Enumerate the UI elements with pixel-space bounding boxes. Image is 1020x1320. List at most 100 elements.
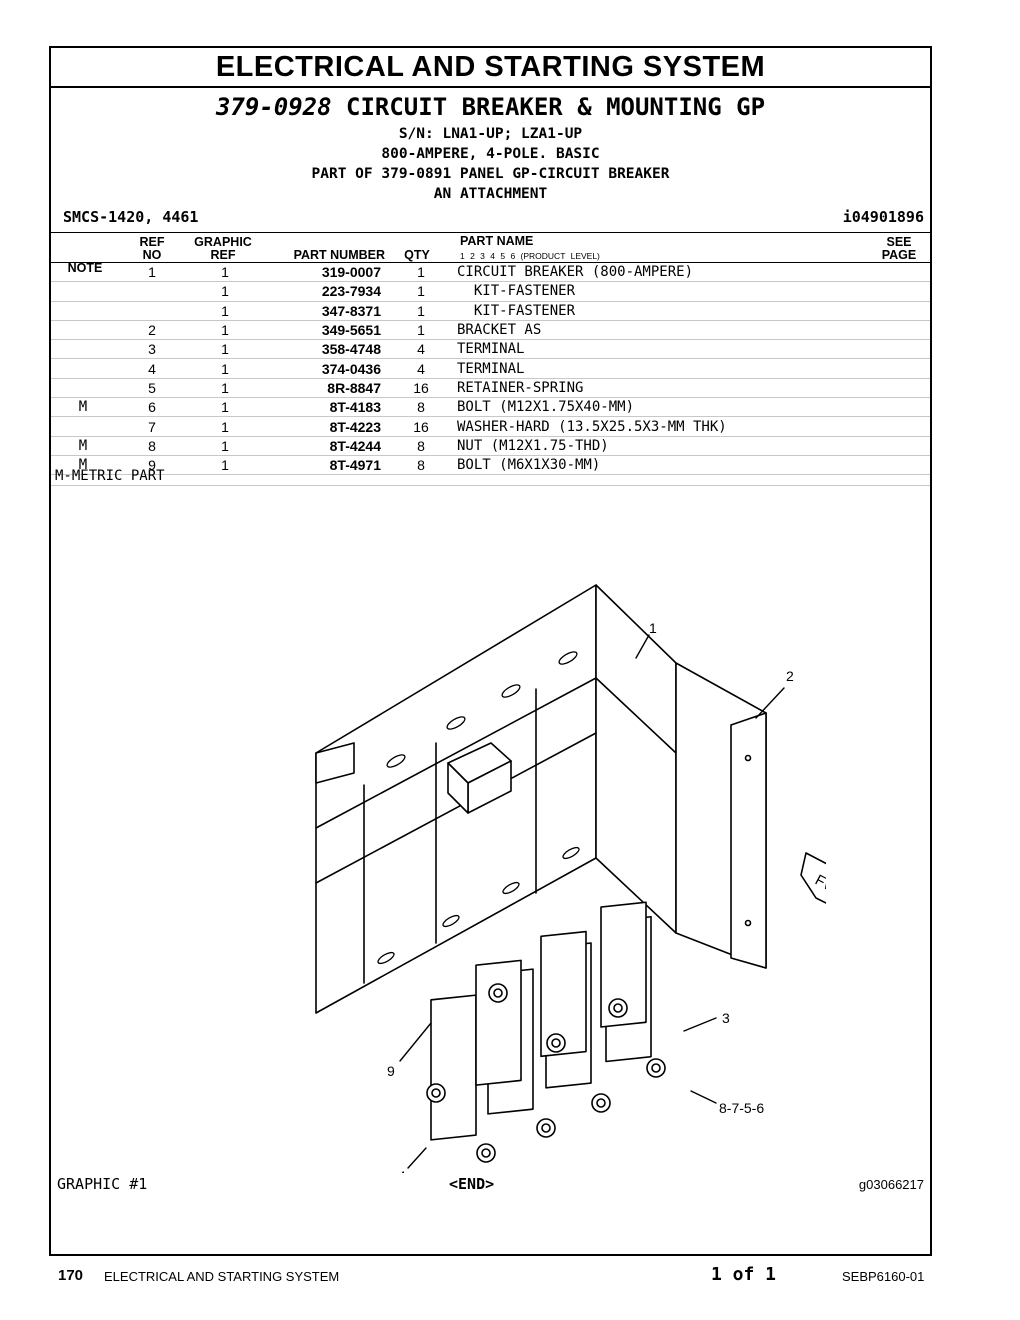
callout-leaders <box>399 634 785 1169</box>
part-name: WASHER-HARD (13.5X25.5X3-MM THK) <box>457 416 930 437</box>
part-number: 223-7934 <box>261 281 385 302</box>
part-note: M <box>51 455 115 476</box>
callout-3: 3 <box>722 1010 730 1026</box>
end-mark: <END> <box>449 1175 495 1193</box>
part-qty: 1 <box>385 263 457 283</box>
part-name: BOLT (M12X1.75X40-MM) <box>457 397 930 418</box>
part-qty: 8 <box>385 397 457 418</box>
part-graphic-ref: 1 <box>189 455 261 476</box>
metric-note: M-METRIC PART <box>55 468 165 484</box>
footer-doc-number: SEBP6160-01 <box>842 1269 925 1284</box>
part-graphic-ref: 1 <box>189 281 261 302</box>
callout-4: 4 <box>398 1168 406 1173</box>
part-number: 347-8371 <box>261 301 385 321</box>
group-name: CIRCUIT BREAKER & MOUNTING GP <box>346 93 766 121</box>
part-qty: 8 <box>385 436 457 456</box>
graphic-label: GRAPHIC #1 <box>57 1175 148 1193</box>
serial-range: S/N: LNA1-UP; LZA1-UP <box>398 126 583 142</box>
fwd-arrow <box>800 852 826 904</box>
illustration-id: i04901896 <box>842 208 924 226</box>
footer-page-of: 1 of 1 <box>711 1264 777 1285</box>
graphic-id: g03066217 <box>858 1177 924 1192</box>
table-end-rule <box>51 485 930 486</box>
part-ref-no: 6 <box>115 397 189 418</box>
part-name: KIT-FASTENER <box>457 301 930 321</box>
part-note: M <box>51 436 115 456</box>
part-number: 319-0007 <box>261 263 385 283</box>
part-ref-no <box>115 281 189 302</box>
part-graphic-ref: 1 <box>189 263 261 283</box>
part-name: KIT-FASTENER <box>457 281 930 302</box>
callout-1: 1 <box>649 620 657 636</box>
part-note <box>51 281 115 302</box>
part-number: 8T-4244 <box>261 436 385 456</box>
part-qty: 1 <box>385 320 457 341</box>
part-qty: 1 <box>385 281 457 302</box>
page-frame: ELECTRICAL AND STARTING SYSTEM 379-0928 … <box>49 46 932 1256</box>
part-note <box>51 301 115 321</box>
part-ref-no: 8 <box>115 436 189 456</box>
header-divider <box>51 232 930 233</box>
col-part-name: PART NAME <box>460 234 534 248</box>
footer-section: ELECTRICAL AND STARTING SYSTEM <box>104 1269 340 1284</box>
part-note <box>51 416 115 437</box>
circuit-breaker-drawing: FWD 1 2 3 4 9 8-7-5-6 <box>315 584 826 1173</box>
callout-2: 2 <box>786 668 794 684</box>
group-title: 379-0928 CIRCUIT BREAKER & MOUNTING GP <box>51 90 930 124</box>
terminals-upper <box>475 901 647 1086</box>
part-note <box>51 339 115 360</box>
table-header-divider <box>51 262 930 263</box>
part-note: M <box>51 397 115 418</box>
part-number: 8T-4223 <box>261 416 385 437</box>
footer-page-number: 170 <box>58 1267 84 1284</box>
part-ref-no <box>115 301 189 321</box>
part-number: 374-0436 <box>261 358 385 379</box>
terminal-bolts <box>426 983 666 1163</box>
part-ref-no: 4 <box>115 358 189 379</box>
mounting-slots <box>377 651 580 965</box>
part-number: 8R-8847 <box>261 378 385 399</box>
part-graphic-ref: 1 <box>189 301 261 321</box>
description-line-1: 800-AMPERE, 4-POLE. BASIC <box>381 146 600 162</box>
part-graphic-ref: 1 <box>189 436 261 456</box>
part-qty: 8 <box>385 455 457 476</box>
part-ref-no: 2 <box>115 320 189 341</box>
callout-8-7-5-6: 8-7-5-6 <box>719 1100 764 1116</box>
part-graphic-ref: 1 <box>189 416 261 437</box>
part-name: RETAINER-SPRING <box>457 378 930 399</box>
part-name: TERMINAL <box>457 339 930 360</box>
part-note <box>51 320 115 341</box>
section-title: ELECTRICAL AND STARTING SYSTEM <box>51 48 930 88</box>
breaker-handle <box>447 742 512 814</box>
part-name: BRACKET AS <box>457 320 930 341</box>
product-levels: 1 2 3 4 5 6 (PRODUCT LEVEL) <box>460 251 600 261</box>
part-ref-no: 5 <box>115 378 189 399</box>
part-graphic-ref: 1 <box>189 397 261 418</box>
part-number: 8T-4183 <box>261 397 385 418</box>
group-header: 379-0928 CIRCUIT BREAKER & MOUNTING GP S… <box>51 90 930 204</box>
smcs-code: SMCS-1420, 4461 <box>63 208 199 226</box>
part-graphic-ref: 1 <box>189 339 261 360</box>
part-note <box>51 263 115 283</box>
part-name: CIRCUIT BREAKER (800-AMPERE) <box>457 263 930 283</box>
part-ref-no: 1 <box>115 263 189 283</box>
part-graphic-ref: 1 <box>189 320 261 341</box>
group-number: 379-0928 <box>215 93 332 121</box>
part-note <box>51 378 115 399</box>
part-number: 8T-4971 <box>261 455 385 476</box>
part-qty: 16 <box>385 378 457 399</box>
part-graphic-ref: 1 <box>189 378 261 399</box>
part-ref-no: 3 <box>115 339 189 360</box>
